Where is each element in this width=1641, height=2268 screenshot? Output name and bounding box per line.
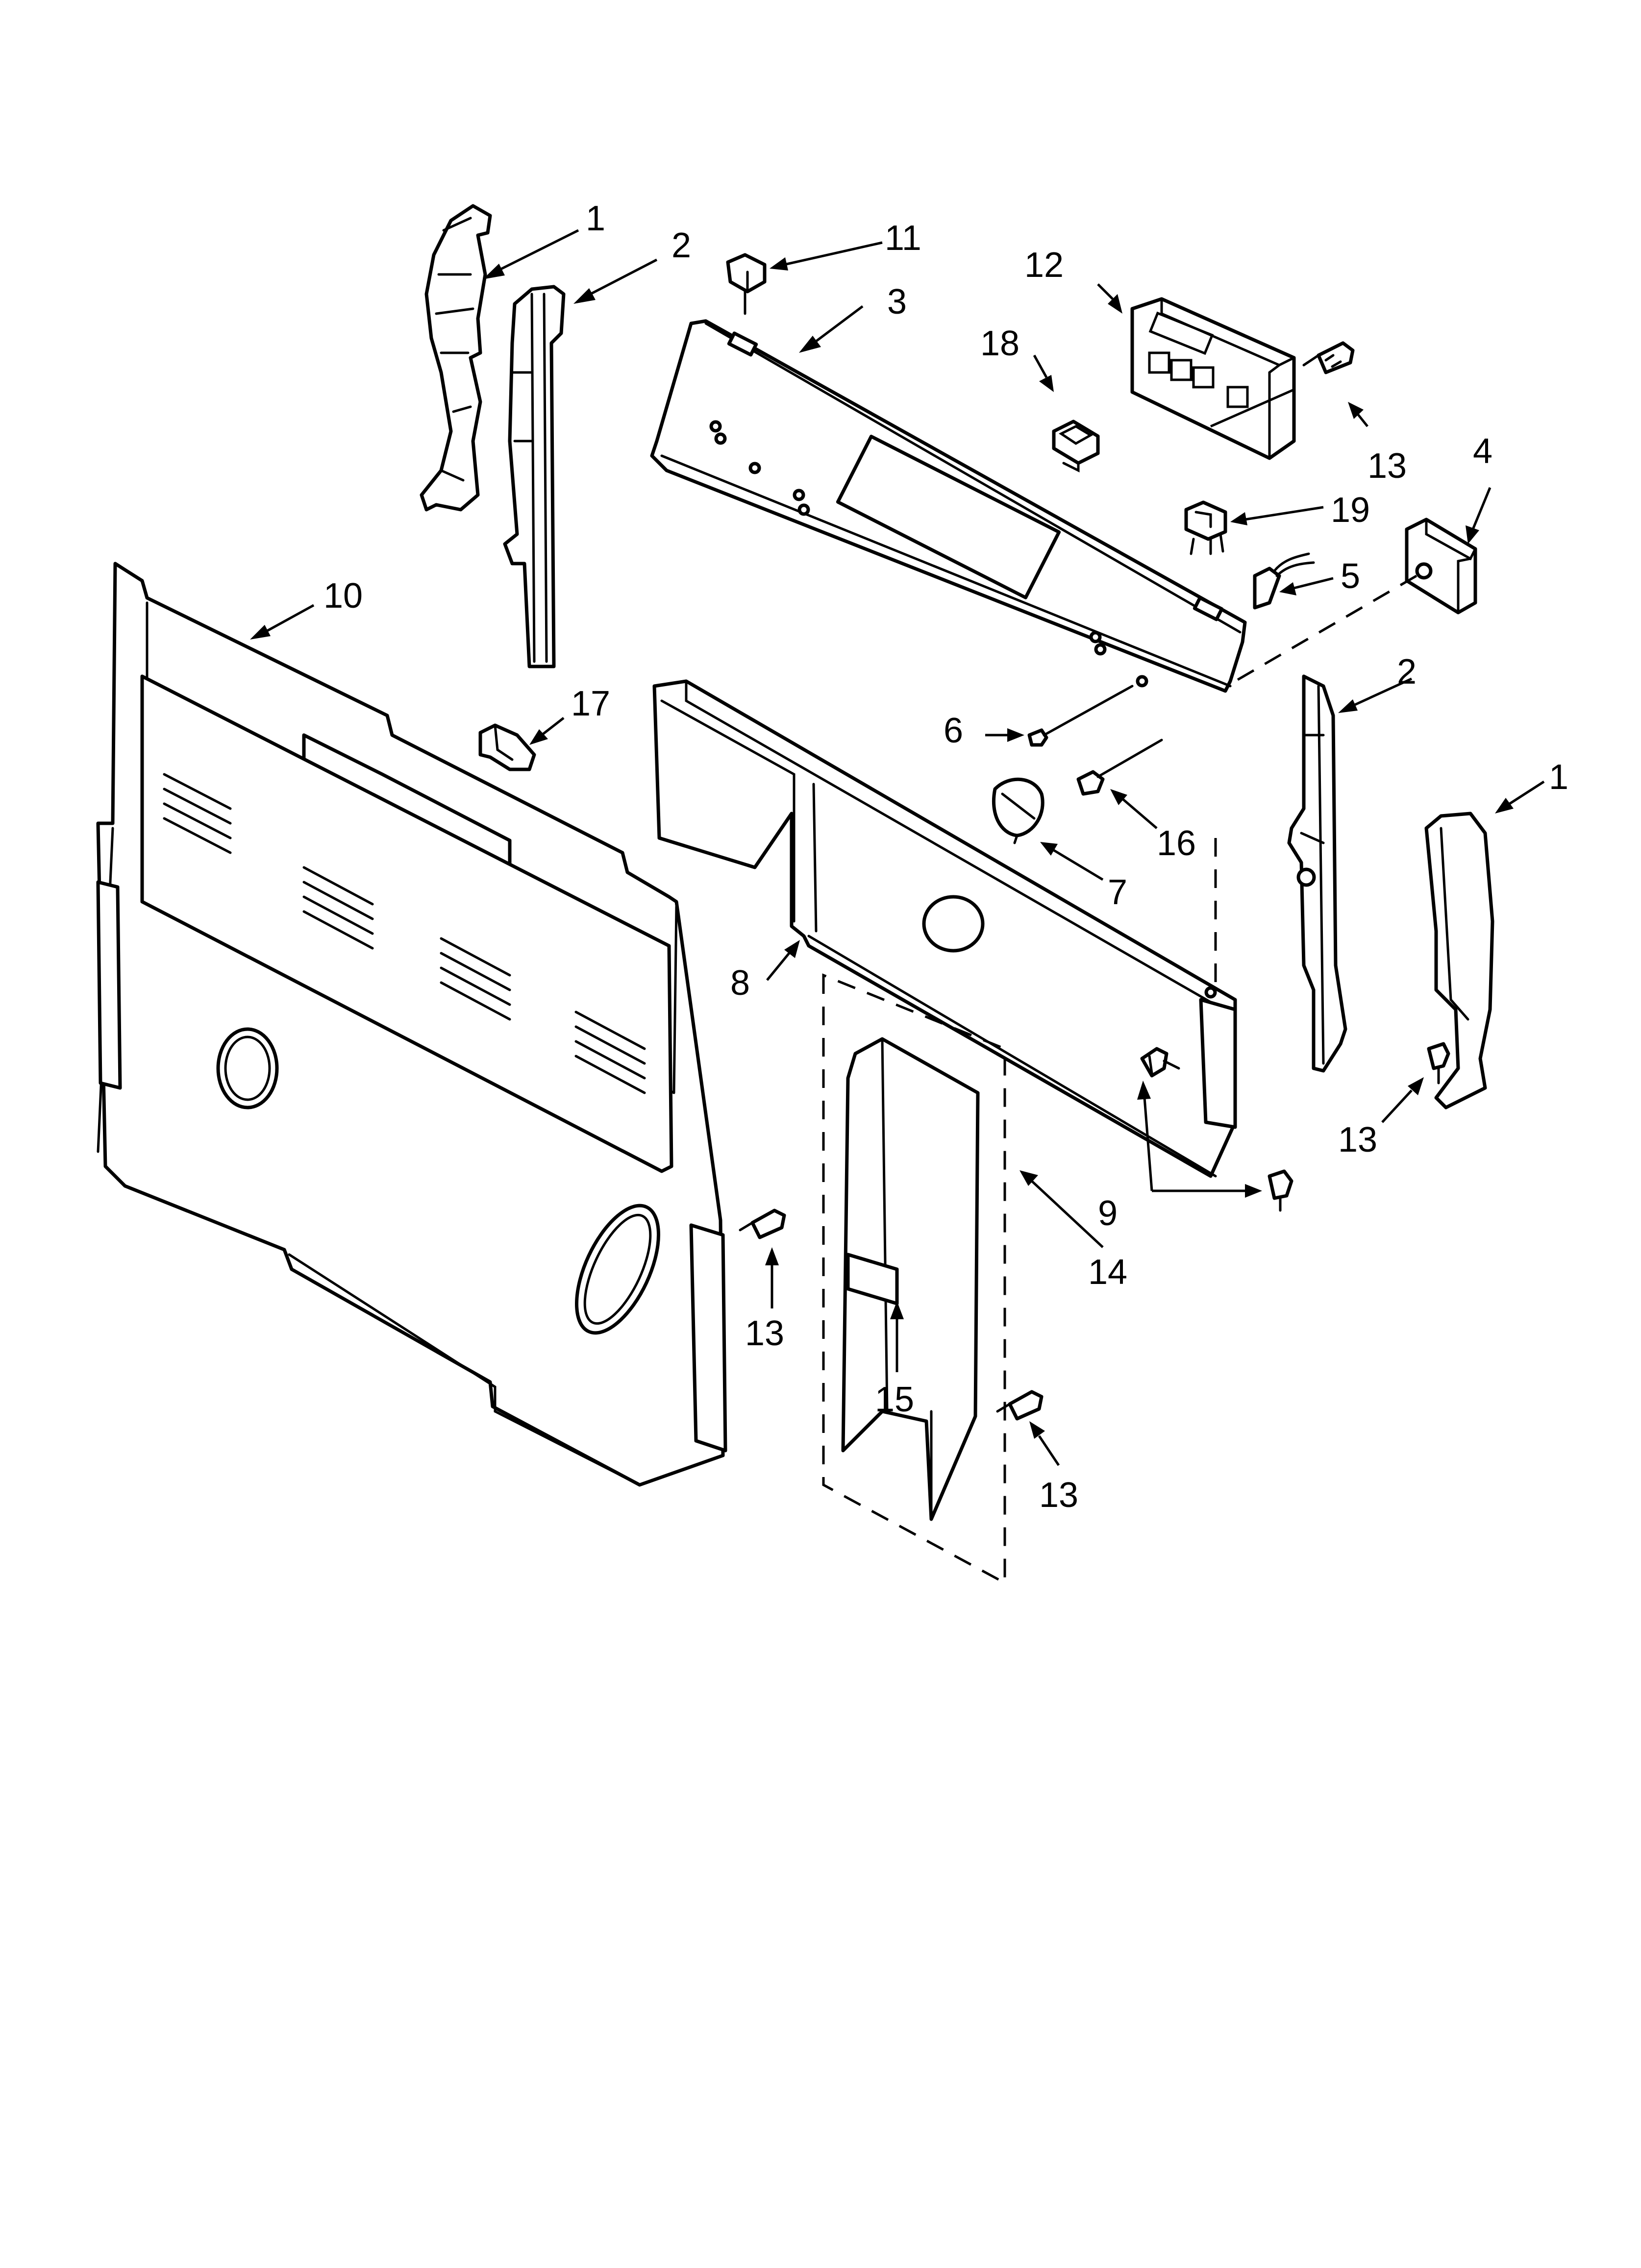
label-16: 16: [1157, 824, 1196, 863]
part-13-screw-lower-middle: [996, 1390, 1044, 1421]
label-2-right: 2: [1397, 652, 1417, 691]
part-17-clip: [478, 723, 536, 771]
label-17: 17: [571, 684, 610, 723]
label-13-lower-left: 13: [745, 1314, 784, 1353]
label-3: 3: [887, 282, 907, 321]
part-18-rocker-switch: [1052, 419, 1100, 473]
part-7-knob: [992, 777, 1044, 844]
part-1-left-end-cap: [420, 204, 492, 512]
label-9: 9: [1098, 1194, 1118, 1233]
label-13-upper: 13: [1368, 446, 1407, 486]
label-1-left: 1: [586, 199, 605, 238]
part-4-component: [1405, 518, 1477, 615]
part-11-switch: [726, 253, 767, 315]
part-3-control-panel: [650, 319, 1247, 693]
label-13-lower-middle: 13: [1039, 1476, 1078, 1515]
part-10-rear-panel: [96, 562, 727, 1487]
label-7: 7: [1108, 873, 1127, 912]
label-1-right: 1: [1549, 758, 1568, 797]
part-2-left-side-bracket: [503, 285, 566, 668]
part-14-channel: [841, 1037, 980, 1521]
leader-lines: [250, 229, 1545, 1466]
part-19-switch: [1184, 500, 1227, 555]
label-19: 19: [1331, 491, 1370, 530]
part-13-screw-lower-left: [739, 1208, 786, 1239]
part-12-electronic-control: [1130, 297, 1296, 460]
label-11: 11: [885, 219, 921, 258]
part-16-screw: [1076, 739, 1163, 796]
label-2-left: 2: [671, 226, 691, 265]
part-1-right-end-cap: [1424, 812, 1494, 1109]
label-18: 18: [980, 324, 1019, 363]
part-13-screw-right: [1427, 1042, 1450, 1085]
label-14: 14: [1088, 1253, 1127, 1292]
part-6-screw: [1027, 685, 1134, 747]
part-9-screws: [1140, 1047, 1293, 1212]
label-8: 8: [730, 963, 750, 1003]
guide-lines-upper: [1214, 574, 1417, 1000]
label-12: 12: [1024, 246, 1064, 285]
label-4: 4: [1473, 432, 1492, 471]
label-13-right: 13: [1338, 1120, 1377, 1159]
label-5: 5: [1341, 557, 1360, 596]
part-5-wire-harness: [1253, 552, 1315, 610]
label-10: 10: [323, 576, 363, 616]
callout-labels: 1 2 11 3 12 18 13 4 19 5 10 17 2 6 16 7 …: [323, 199, 1568, 1515]
part-2-right-side-bracket: [1287, 674, 1347, 1073]
label-15: 15: [875, 1380, 914, 1419]
part-8-lower-bracket: [652, 679, 1237, 1178]
label-6: 6: [944, 711, 963, 750]
part-13-screw-upper: [1302, 341, 1355, 374]
